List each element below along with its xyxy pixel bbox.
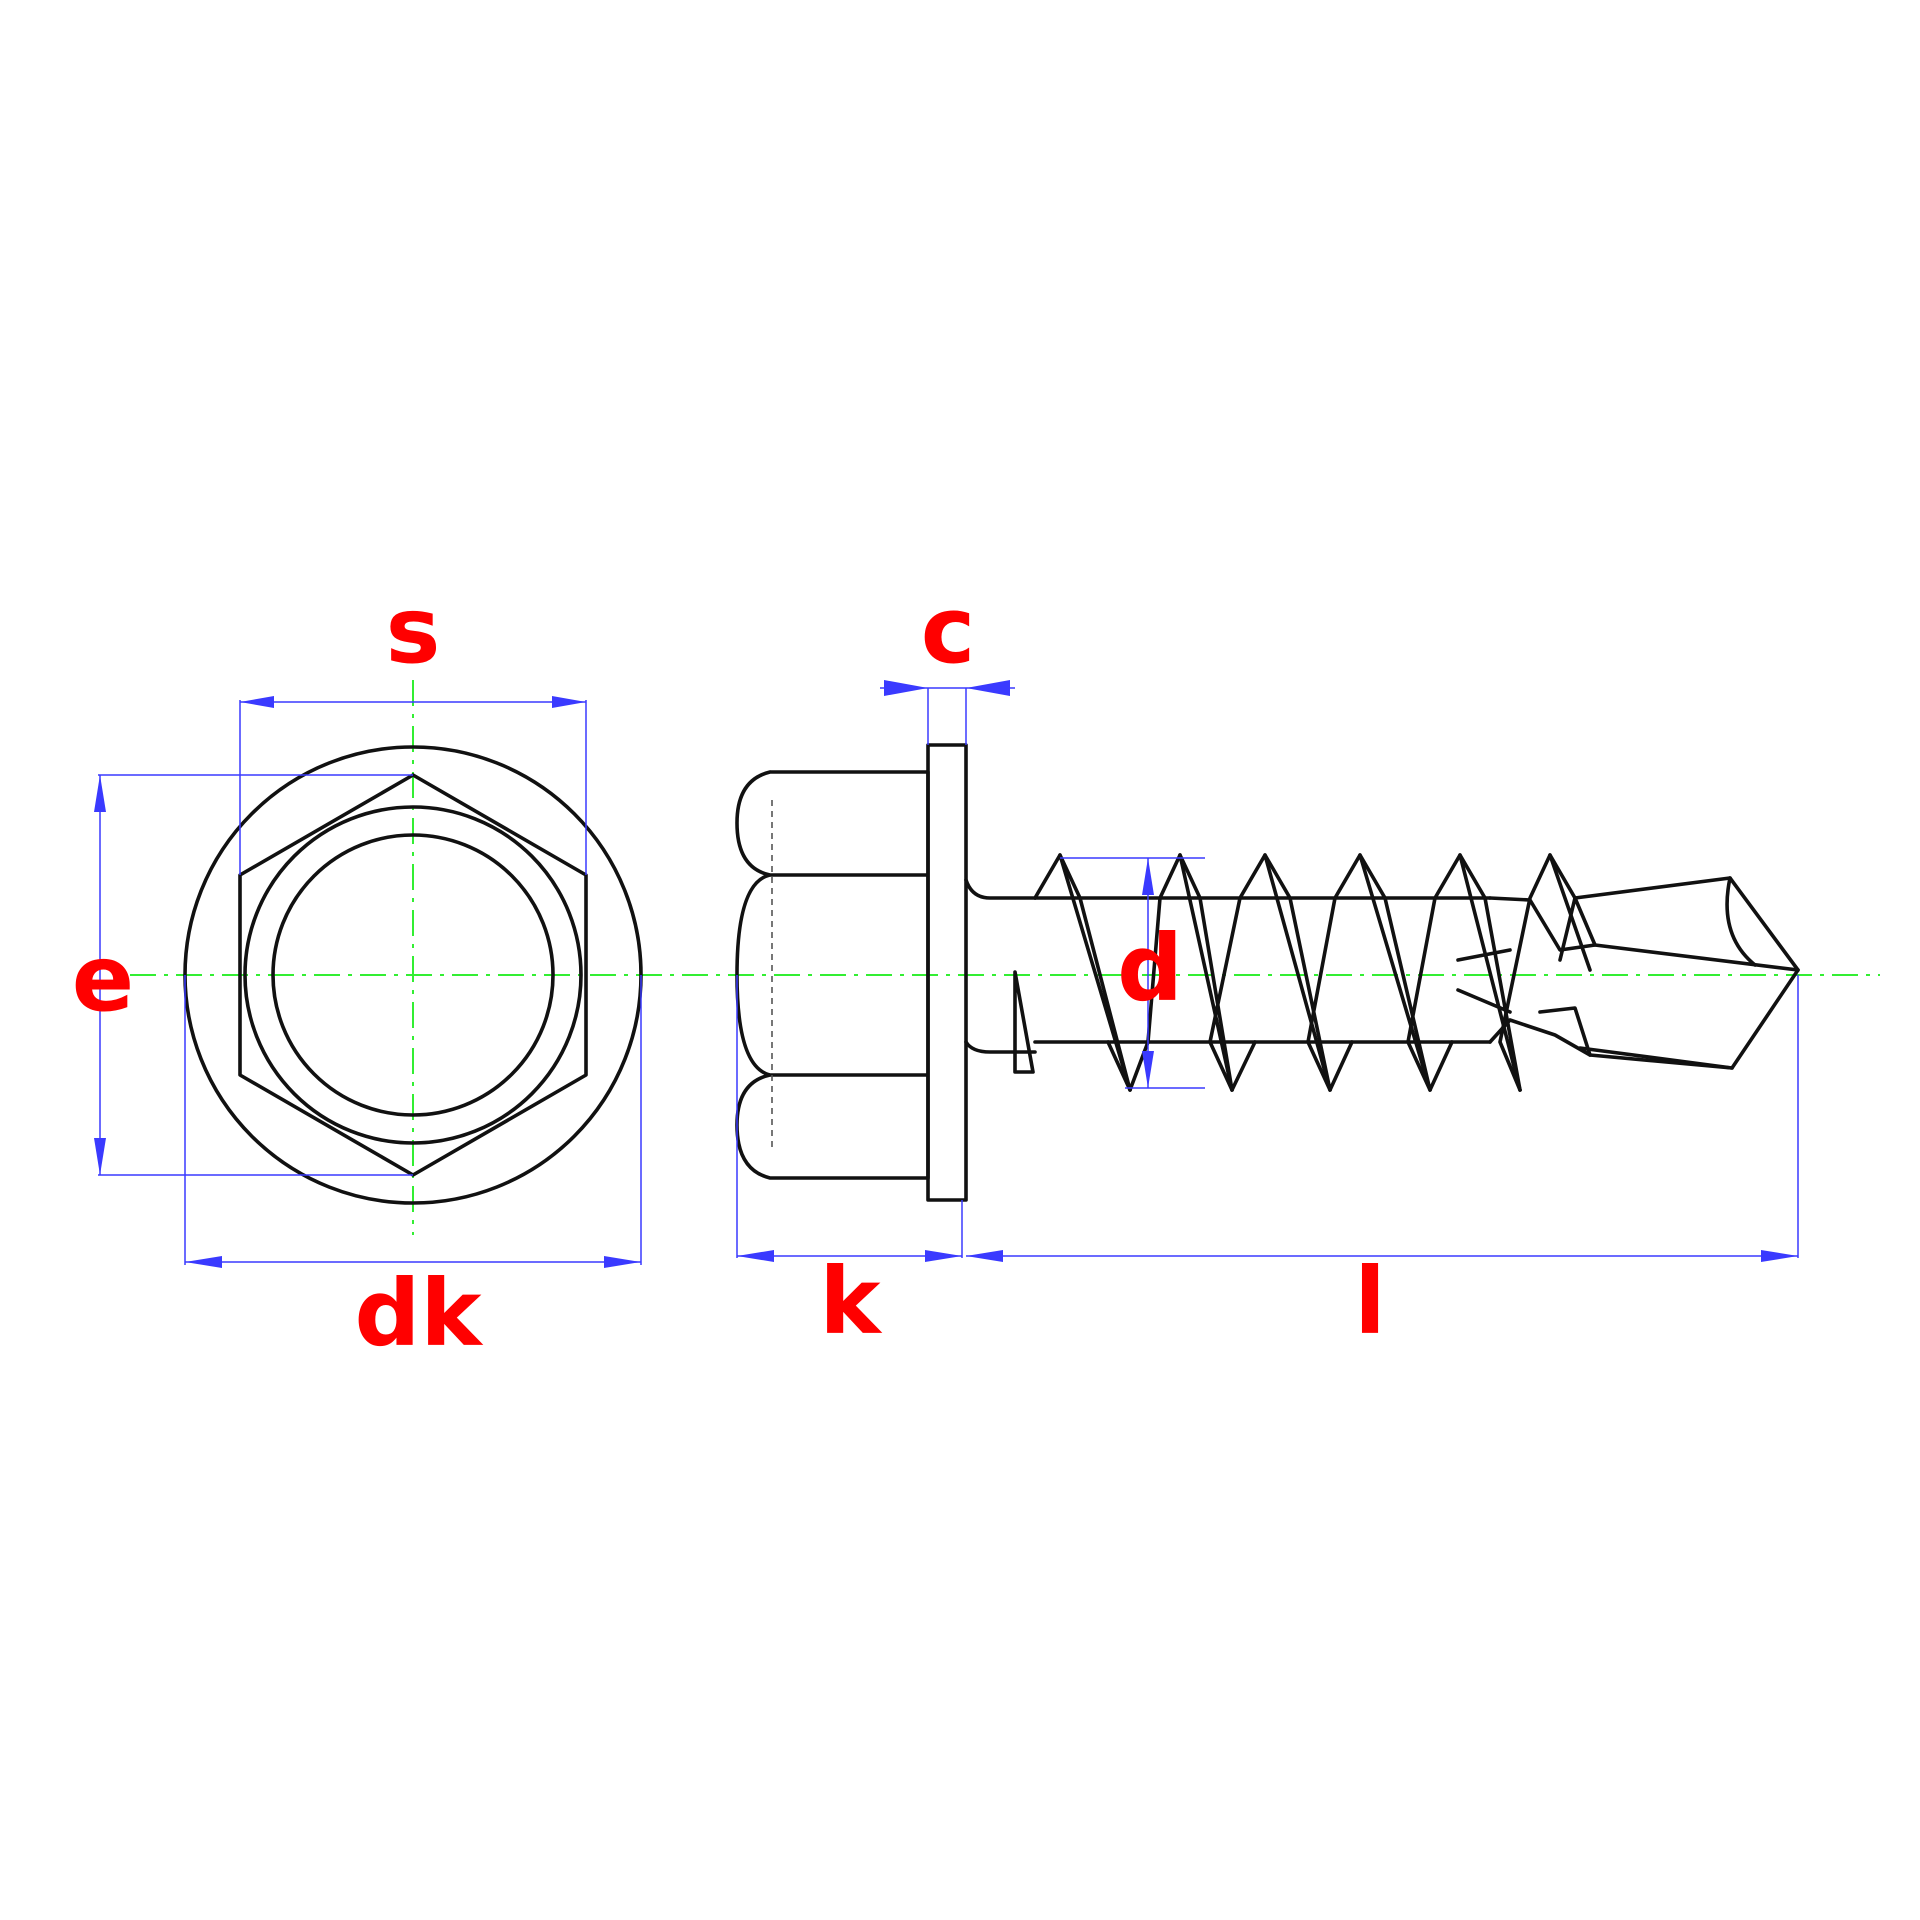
thread-flank-1: [1033, 853, 1132, 1092]
l-arrow-right: [1761, 1250, 1798, 1262]
label-s: s: [386, 577, 441, 684]
label-e: e: [72, 925, 134, 1032]
head-inner-circle: [271, 833, 555, 1117]
label-d: d: [1117, 915, 1183, 1022]
dimension-labels: s e dk c k d l: [72, 577, 1386, 1367]
c-arrow-right: [966, 680, 1010, 696]
flute-center-upper: [1456, 948, 1512, 962]
thread-root-4: [1358, 853, 1432, 1092]
d-arrow-bottom: [1142, 1051, 1154, 1088]
drill-tip-edge-1: [1593, 943, 1800, 972]
thread-root-5: [1458, 853, 1522, 1092]
d-arrow-top: [1142, 858, 1154, 895]
label-l: l: [1354, 1248, 1386, 1355]
dimensions: [94, 680, 1799, 1268]
c-arrow-left: [884, 680, 928, 696]
k-arrow-left: [737, 1250, 774, 1262]
dk-arrow-right: [604, 1256, 641, 1268]
flute-lower: [1488, 1006, 1592, 1057]
shank-lower-edge: [964, 1040, 1037, 1054]
thread-root-1: [1058, 853, 1132, 1092]
l-arrow-left: [966, 1250, 1003, 1262]
screw-side-view: [735, 743, 1800, 1202]
e-arrow-top: [94, 775, 106, 812]
s-arrow-right: [552, 696, 586, 708]
s-arrow-left: [240, 696, 274, 708]
thread-flank-4: [1306, 853, 1454, 1092]
head-washer-circle: [243, 805, 583, 1145]
centerlines: [130, 680, 1880, 1235]
drill-tip-body: [1573, 876, 1800, 1070]
thread-root-3: [1263, 853, 1332, 1092]
drill-point: [1456, 876, 1800, 1070]
thread-flank-5: [1406, 853, 1522, 1092]
drill-tip-curve: [1725, 876, 1757, 967]
thread-root-2: [1178, 853, 1234, 1092]
drill-tip-edge-2: [1588, 1053, 1734, 1070]
shank-upper-edge: [964, 878, 1037, 900]
label-c: c: [921, 577, 976, 684]
threads: [1033, 853, 1592, 1092]
thread-flank-3: [1208, 853, 1354, 1092]
thread-flank-6: [1498, 853, 1577, 1092]
thread-start-lower: [1013, 970, 1035, 1074]
label-k: k: [819, 1248, 882, 1355]
dk-arrow-left: [185, 1256, 222, 1268]
flute-center-lower: [1456, 988, 1512, 1014]
flute-upper: [1488, 896, 1597, 952]
flange-washer: [926, 743, 968, 1202]
label-dk: dk: [354, 1260, 483, 1367]
thread-root-6: [1548, 853, 1592, 972]
k-arrow-right: [925, 1250, 962, 1262]
e-arrow-bottom: [94, 1138, 106, 1175]
